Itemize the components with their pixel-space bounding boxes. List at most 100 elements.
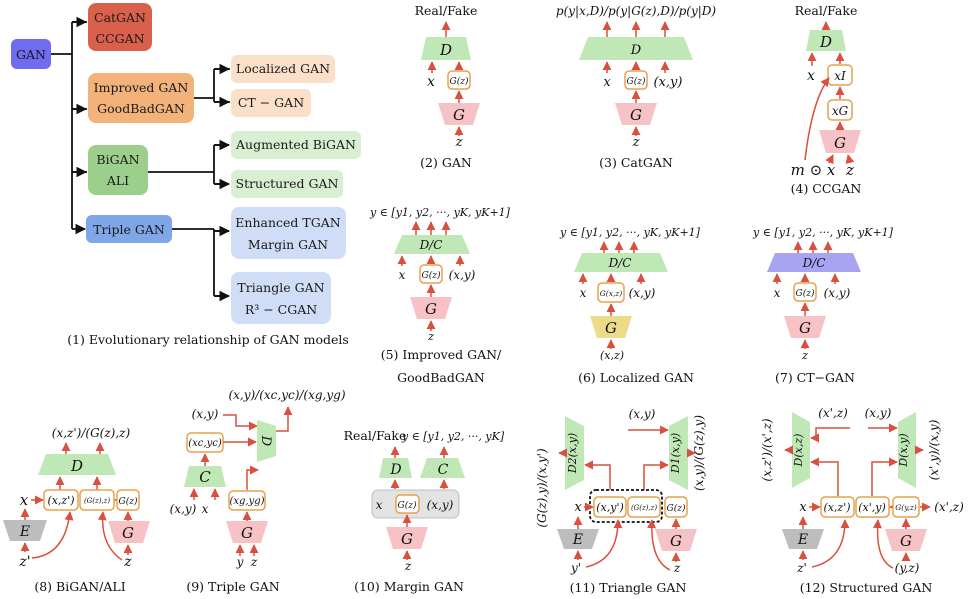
margin-classifier	[420, 458, 465, 478]
structured-e-label: E	[797, 532, 808, 548]
structured-encoder	[782, 529, 824, 549]
ccgan-xi-label: xI	[834, 69, 846, 83]
margin-gz-box	[395, 494, 420, 514]
tree-bigan-label: BiGAN	[96, 152, 139, 167]
panel-localized-gan: y ∈ [y1, y2, ···, yK, yK+1] D/C x G(x,z)…	[559, 226, 701, 385]
improved-z-label: z	[427, 330, 434, 343]
margin-d-label: D	[389, 462, 401, 478]
triangle-caption: (11) Triangle GAN	[570, 580, 687, 595]
tree-r3cgan-label: R³ − CGAN	[245, 302, 317, 317]
localized-caption: (6) Localized GAN	[578, 370, 694, 385]
triangle-z-label: z	[673, 561, 681, 575]
improved-gz-label: G(z)	[422, 270, 441, 281]
triangle-d1-label: D1(x,y)	[669, 433, 682, 474]
bigan-encoder	[3, 520, 47, 541]
localized-gxz-label: G(x,z)	[600, 289, 622, 298]
tree-node-bigan	[88, 145, 148, 195]
tree-node-augmented-bigan	[231, 131, 361, 159]
bigan-generator	[108, 521, 150, 543]
ccgan-xg-label: xG	[832, 104, 849, 118]
tree-triangle-label: Triangle GAN	[237, 280, 324, 295]
gan-top-label: Real/Fake	[415, 3, 478, 18]
triangle-yp-label: y'	[570, 561, 581, 575]
tree-ali-label: ALI	[106, 173, 129, 188]
catgan-xy-label: (x,y)	[654, 75, 683, 90]
localized-discriminator	[574, 253, 668, 272]
gan-z-label: z	[455, 135, 463, 150]
catgan-z-label: z	[632, 135, 640, 150]
ccgan-g-label: G	[834, 134, 846, 152]
localized-x-label: x	[580, 286, 587, 300]
triangle-xyp-label: (x,y')	[596, 501, 624, 514]
structured-xpy-label: (x',y)	[858, 501, 886, 514]
gan-g-label: G	[453, 106, 465, 124]
tree-node-improved-gan	[88, 73, 194, 123]
margin-z-label: z	[404, 559, 412, 573]
ctgan-generator	[784, 316, 826, 338]
structured-dxz-label: D(x,z)	[792, 434, 805, 468]
triangle-e-label: E	[572, 532, 583, 548]
triple-top-label: (x,y)/(xc,yc)/(xg,yg)	[228, 388, 345, 402]
catgan-generator	[615, 103, 657, 125]
catgan-g-label: G	[630, 106, 642, 124]
triple-xcyc-label: (xc,yc)	[188, 438, 222, 449]
ctgan-top-label: y ∈ [y1, y2, ···, yK, yK+1]	[752, 226, 894, 239]
triangle-gzz-box	[627, 496, 661, 518]
bigan-gz-label: G(z)	[119, 496, 138, 507]
gan-gz-label: G(z)	[450, 76, 469, 87]
bigan-top-label: (x,z')/(G(z),z)	[52, 426, 131, 440]
tree-node-catgan	[88, 3, 152, 51]
improved-caption-1: (5) Improved GAN/	[381, 347, 502, 362]
improved-xy-label: (x,y)	[449, 268, 476, 282]
improved-x-label: x	[399, 268, 406, 282]
structured-x-label: x	[799, 500, 807, 515]
tree-node-ct-gan	[231, 89, 311, 117]
bigan-z-label: z	[123, 554, 132, 570]
ccgan-generator	[819, 130, 861, 153]
localized-xz-label: (x,z)	[600, 349, 624, 362]
improved-top-label: y ∈ [y1, y2, ···, yK, yK+1]	[369, 206, 511, 219]
tree-goodbad-label: GoodBadGAN	[97, 101, 185, 116]
margin-gz-label: G(z)	[398, 500, 417, 511]
triangle-gz-label: G(z)	[667, 503, 686, 514]
improved-gz-box	[419, 264, 443, 284]
structured-gyz-box	[892, 496, 920, 518]
catgan-gz-box	[624, 70, 648, 90]
panel-catgan: p(y|x,D)/p(y|G(z),D)/p(y|D) D x G(z) (x,…	[556, 4, 717, 170]
catgan-caption: (3) CatGAN	[599, 155, 673, 170]
triple-x-label: x	[202, 502, 209, 516]
panel-bigan: (x,z')/(G(z),z) D x (x,z') (G(z),z) G(z)…	[3, 426, 150, 594]
gan-caption: (2) GAN	[420, 155, 472, 170]
tree-node-localized-gan	[231, 55, 335, 83]
gan-x-label: x	[427, 74, 435, 90]
gan-generator	[438, 103, 480, 125]
improved-discriminator	[394, 235, 470, 254]
ccgan-z-label: z	[845, 161, 854, 179]
structured-zp-label: z'	[796, 561, 807, 575]
structured-right-vert-label: (x',y)/(x,y)	[927, 419, 941, 480]
bigan-zp-label: z'	[18, 554, 30, 570]
tree-node-structured-gan	[231, 170, 343, 198]
triangle-x-label: x	[574, 500, 582, 515]
panel-gan: Real/Fake D x G(z) G z (2) GAN	[415, 3, 480, 170]
triple-generator	[226, 521, 268, 543]
triangle-d1	[669, 416, 688, 490]
margin-caption: (10) Margin GAN	[354, 579, 464, 594]
bigan-xz-box	[43, 489, 79, 511]
margin-generator	[386, 527, 428, 549]
triple-classifier	[184, 466, 226, 487]
ccgan-xg-box	[827, 99, 853, 121]
improved-g-label: G	[425, 300, 437, 318]
tree-margin-label: Margin GAN	[248, 237, 328, 252]
triangle-g-label: G	[670, 532, 682, 550]
ctgan-gz-box	[793, 282, 817, 302]
tree-structured-label: Structured GAN	[236, 176, 339, 191]
margin-g-label: G	[401, 530, 413, 548]
triple-z-label: z	[250, 555, 258, 569]
panel-triple-gan: (x,y)/(xc,yc)/(xg,yg) (x,y) D (xc,yc) C …	[170, 388, 346, 594]
bigan-d-label: D	[70, 457, 83, 475]
triple-g-label: G	[241, 524, 253, 542]
triple-d-label: D	[258, 435, 273, 447]
tree-improved-label: Improved GAN	[94, 80, 189, 95]
